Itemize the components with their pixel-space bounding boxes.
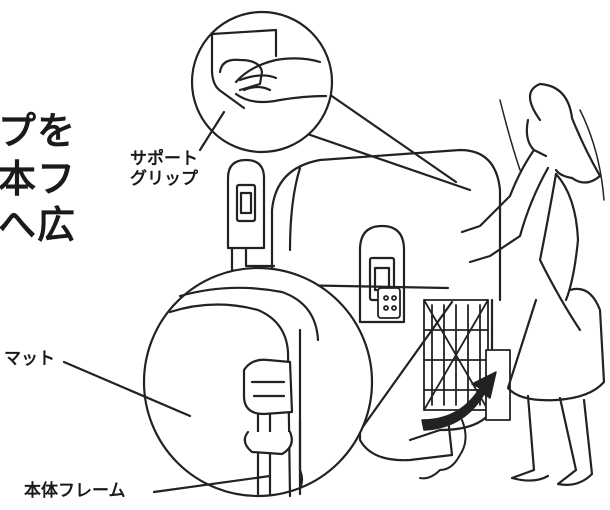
main-frame-callout: 本体フレーム xyxy=(24,481,126,501)
rear-handle xyxy=(226,158,276,284)
unfold-arrow xyxy=(421,371,497,431)
support-grip-label-line1: サポート xyxy=(130,149,198,169)
support-grip-label-line2: グリップ xyxy=(130,168,198,189)
frame-detail-inset xyxy=(62,266,454,498)
folded-bed-body xyxy=(270,148,502,462)
heading-line-1: プを xyxy=(0,109,77,153)
mat-callout: マット xyxy=(4,349,55,369)
grip-detail-inset xyxy=(190,10,472,192)
support-grip-callout: サポート グリップ xyxy=(130,149,198,189)
person-figure xyxy=(460,82,606,486)
heading-line-3: へ広 xyxy=(0,203,77,247)
heading-line-2: 本フ xyxy=(0,157,77,201)
